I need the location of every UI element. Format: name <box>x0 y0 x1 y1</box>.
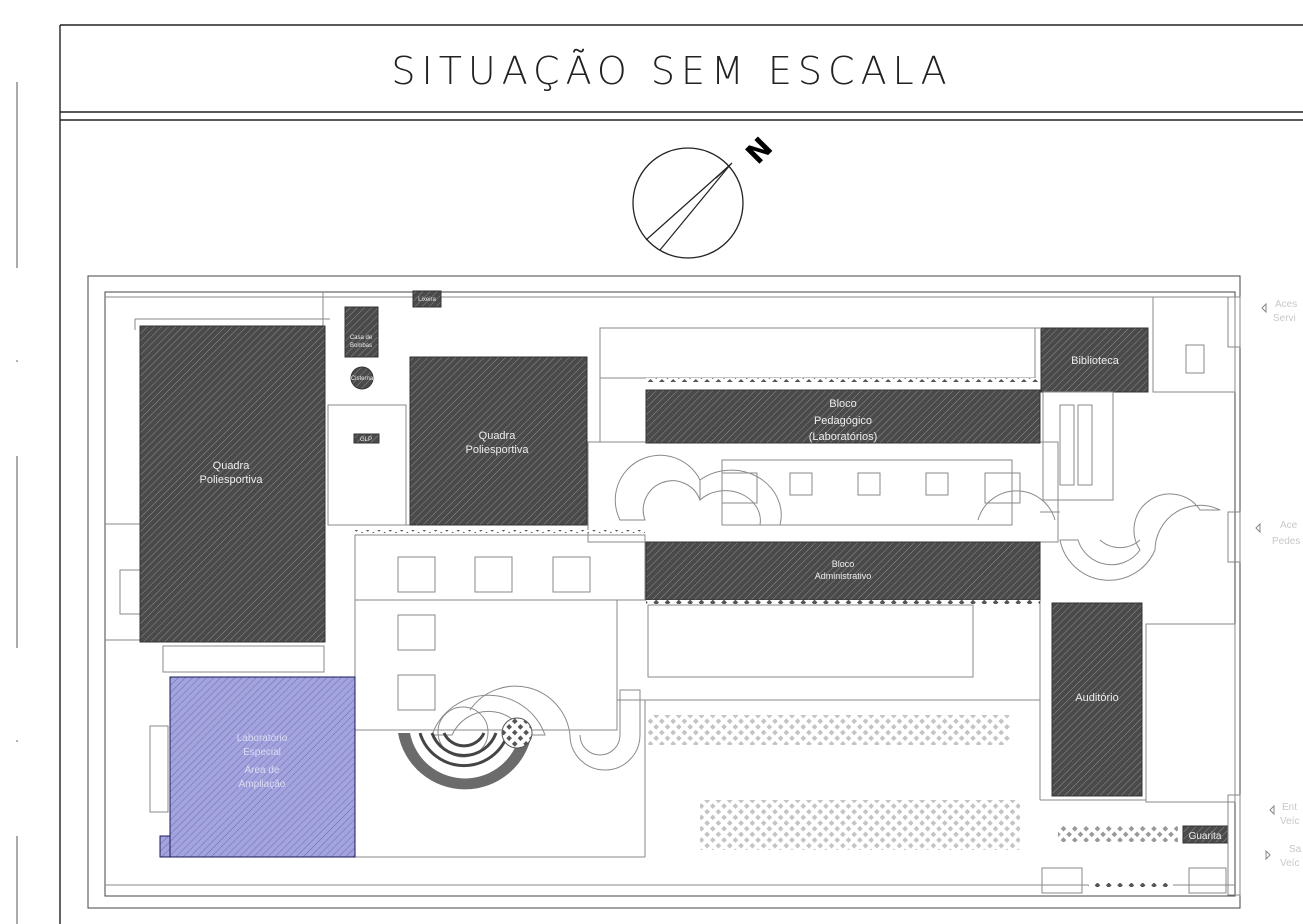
label-quadra-1-line1: Quadra <box>213 460 251 472</box>
amphitheater <box>398 717 533 790</box>
curved-ramps <box>431 454 1221 771</box>
highlighted-area <box>169 676 356 858</box>
north-label: N <box>739 131 779 171</box>
label-casa-bombas-2: Bombas <box>350 343 372 349</box>
quadra-poliesportiva-1 <box>139 325 326 643</box>
label-auditorio: Auditório <box>1075 692 1118 704</box>
label-lixeira: Lixeira <box>418 297 436 303</box>
label-biblioteca: Biblioteca <box>1071 355 1120 367</box>
site-lines <box>105 292 1236 894</box>
biblioteca <box>1040 327 1149 393</box>
label-casa-bombas-1: Casa de <box>350 335 373 341</box>
label-bloco-administrativo-2: Administrativo <box>815 571 872 581</box>
margin-ticks <box>16 82 18 924</box>
side-acesso-pedestre-1: Ace <box>1280 520 1298 531</box>
label-highlighted-1: Laboratório <box>237 733 288 744</box>
label-glp: GLP <box>360 437 372 443</box>
label-bloco-pedagogico-2: Pedagógico <box>814 415 872 427</box>
access-markers <box>1227 296 1275 896</box>
label-quadra-2-line1: Quadra <box>479 430 517 442</box>
label-cisterna: Cisterna <box>351 376 374 382</box>
parking-area <box>648 715 1020 850</box>
label-highlighted-3: Área de <box>244 763 279 776</box>
label-quadra-1-line2: Poliesportiva <box>200 474 264 486</box>
label-bloco-administrativo-1: Bloco <box>832 559 855 569</box>
label-highlighted-2: Especial <box>243 747 281 758</box>
buildings <box>139 290 1229 858</box>
label-guarita: Guarita <box>1189 831 1222 842</box>
bloco-pedagogico <box>645 389 1041 444</box>
side-acesso-servico-2: Servi <box>1273 313 1296 324</box>
label-bloco-pedagogico-1: Bloco <box>829 398 857 410</box>
side-saida-veiculos-1: Sa <box>1289 844 1302 855</box>
label-quadra-2-line2: Poliesportiva <box>466 444 530 456</box>
casa-de-bombas <box>344 306 379 358</box>
glp <box>353 433 380 444</box>
staircase <box>1042 391 1114 501</box>
north-arrow: N <box>632 131 779 259</box>
label-highlighted-4: Ampliação <box>239 779 286 790</box>
corridor-posts <box>355 378 1178 887</box>
auditorio <box>1051 602 1143 797</box>
side-acesso-pedestre-2: Pedes <box>1272 536 1300 547</box>
side-entrada-veiculos-2: Veíc <box>1280 816 1299 827</box>
side-labels: Aces Servi Ace Pedes Ent Veíc Sa Veíc <box>1272 299 1302 869</box>
cisterna <box>350 366 374 390</box>
side-saida-veiculos-2: Veíc <box>1280 858 1299 869</box>
side-acesso-servico-1: Aces <box>1275 299 1297 310</box>
side-entrada-veiculos-1: Ent <box>1282 802 1297 813</box>
building-labels: Quadra Poliesportiva Quadra Poliesportiv… <box>200 297 1222 842</box>
label-bloco-pedagogico-3: (Laboratórios) <box>809 431 877 443</box>
sheet-frame <box>59 24 1303 924</box>
page-title: SITUAÇÃO SEM ESCALA <box>391 49 952 93</box>
quadra-poliesportiva-2 <box>409 356 588 526</box>
lixeira <box>412 290 442 308</box>
bloco-administrativo <box>645 541 1041 601</box>
